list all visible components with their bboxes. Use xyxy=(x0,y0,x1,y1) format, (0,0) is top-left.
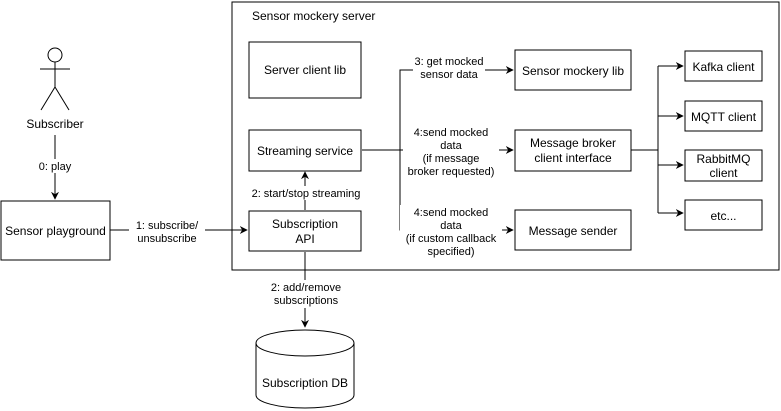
node-streaming-service: Streaming service xyxy=(248,129,362,172)
svg-text:Streaming service: Streaming service xyxy=(257,144,353,158)
edge-label-send-callback-4: specified) xyxy=(427,246,474,258)
node-message-sender: Message sender xyxy=(514,209,632,251)
edge-label-start-stop: 2: start/stop streaming xyxy=(252,188,361,200)
svg-text:MQTT client: MQTT client xyxy=(691,110,757,124)
edge-label-subscribe-2: unsubscribe xyxy=(137,233,196,245)
node-etc: etc... xyxy=(684,199,763,231)
edge-label-send-callback-2: data xyxy=(440,220,462,232)
svg-text:RabbitMQ: RabbitMQ xyxy=(696,152,750,166)
edge-labels: 0: play 1: subscribe/ unsubscribe 2: sta… xyxy=(31,54,502,308)
svg-text:Subscription: Subscription xyxy=(272,217,338,231)
edge-label-send-callback-1: 4:send mocked xyxy=(414,207,489,219)
node-mqtt-client: MQTT client xyxy=(684,100,763,132)
node-kafka-client: Kafka client xyxy=(684,50,763,82)
node-sensor-mockery-lib: Sensor mockery lib xyxy=(514,49,632,91)
edge-label-add-remove-1: 2: add/remove xyxy=(271,282,341,294)
svg-text:Kafka client: Kafka client xyxy=(692,60,755,74)
edge-label-send-broker-1: 4:send mocked xyxy=(414,127,489,139)
subscriber-actor: Subscriber xyxy=(26,47,84,131)
svg-text:Server client lib: Server client lib xyxy=(264,63,346,77)
edge-label-send-broker-3: (if message xyxy=(423,153,480,165)
node-message-broker-client-interface: Message broker client interface xyxy=(514,129,632,172)
svg-text:Message broker: Message broker xyxy=(530,136,616,150)
node-subscription-api: Subscription API xyxy=(248,210,362,252)
svg-text:Message sender: Message sender xyxy=(529,224,618,238)
svg-text:client: client xyxy=(709,166,738,180)
subscriber-label: Subscriber xyxy=(26,117,83,131)
svg-text:Sensor playground: Sensor playground xyxy=(5,224,106,238)
edge-label-send-broker-4: broker requested) xyxy=(408,166,495,178)
edge-label-subscribe-1: 1: subscribe/ xyxy=(136,220,199,232)
svg-text:Sensor mockery lib: Sensor mockery lib xyxy=(522,64,624,78)
svg-text:client interface: client interface xyxy=(534,151,612,165)
svg-text:Subscription DB: Subscription DB xyxy=(262,376,348,390)
edge-label-get-mocked-2: sensor data xyxy=(420,69,478,81)
node-server-client-lib: Server client lib xyxy=(248,41,362,99)
edge-label-add-remove-2: subscriptions xyxy=(274,295,339,307)
edge-label-play: 0: play xyxy=(39,161,72,173)
node-subscription-db: Subscription DB xyxy=(255,329,355,409)
edge-label-get-mocked-1: 3: get mocked xyxy=(414,56,483,68)
edge-label-send-callback-3: (if custom callback xyxy=(406,233,497,245)
svg-text:API: API xyxy=(295,232,314,246)
container-title: Sensor mockery server xyxy=(252,9,375,23)
edge-label-send-broker-2: data xyxy=(440,140,462,152)
node-sensor-playground: Sensor playground xyxy=(0,200,111,261)
svg-text:etc...: etc... xyxy=(710,209,736,223)
node-rabbitmq-client: RabbitMQ client xyxy=(684,149,763,182)
